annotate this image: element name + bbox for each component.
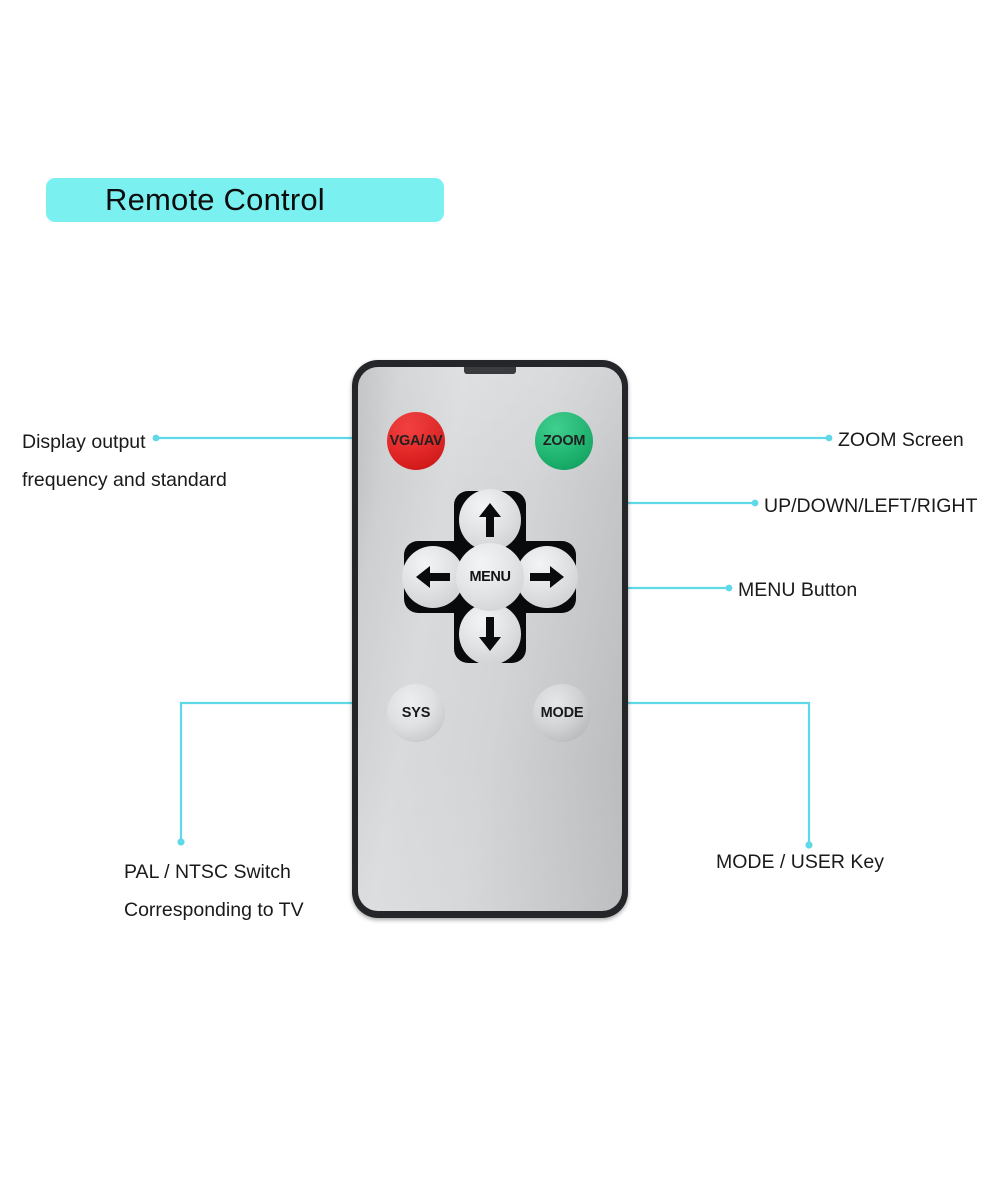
callout-dot-menu-button [725,584,733,592]
sys-button[interactable]: SYS [387,684,445,742]
page-title: Remote Control [105,182,325,217]
callout-dot-pal-ntsc [177,838,185,846]
remote-faceplate: VGA/AV ZOOM [358,367,622,911]
arrow-up-icon [479,503,501,537]
zoom-button[interactable]: ZOOM [535,412,593,470]
arrow-down-icon [479,617,501,651]
down-button[interactable] [459,603,521,665]
callout-label-menu-button: MENU Button [738,579,858,601]
callout-label-pal-ntsc: PAL / NTSC Switch Corresponding to TV [124,853,304,929]
callout-label-zoom-screen: ZOOM Screen [838,429,964,451]
callout-label-up-down-left-right: UP/DOWN/LEFT/RIGHT [764,495,978,517]
zoom-button-label: ZOOM [542,433,586,449]
vga-av-button-label: VGA/AV [389,433,443,449]
remote-control-device: VGA/AV ZOOM [352,360,628,918]
sys-button-label: SYS [401,705,431,721]
up-button[interactable] [459,489,521,551]
menu-button-label: MENU [469,569,511,585]
ir-emitter-window [464,367,516,374]
directional-pad: MENU [402,489,578,665]
callout-dot-updown [751,499,759,507]
callout-dot-zoom-screen [825,434,833,442]
callout-label-pal-ntsc-line2: Corresponding to TV [124,899,304,921]
callout-label-mode-user: MODE / USER Key [716,851,884,873]
arrow-left-icon [416,566,450,588]
page-title-badge [46,178,444,222]
vga-av-button[interactable]: VGA/AV [387,412,445,470]
arrow-right-icon [530,566,564,588]
callout-label-display-output-line2: frequency and standard [22,469,227,491]
callout-label-display-output-line1: Display output [22,431,146,453]
callout-label-pal-ntsc-line1: PAL / NTSC Switch [124,861,291,883]
right-button[interactable] [516,546,578,608]
menu-button[interactable]: MENU [456,543,524,611]
mode-button-label: MODE [540,705,584,721]
callout-label-display-output: Display output frequency and standard [22,423,227,499]
left-button[interactable] [402,546,464,608]
mode-button[interactable]: MODE [533,684,591,742]
